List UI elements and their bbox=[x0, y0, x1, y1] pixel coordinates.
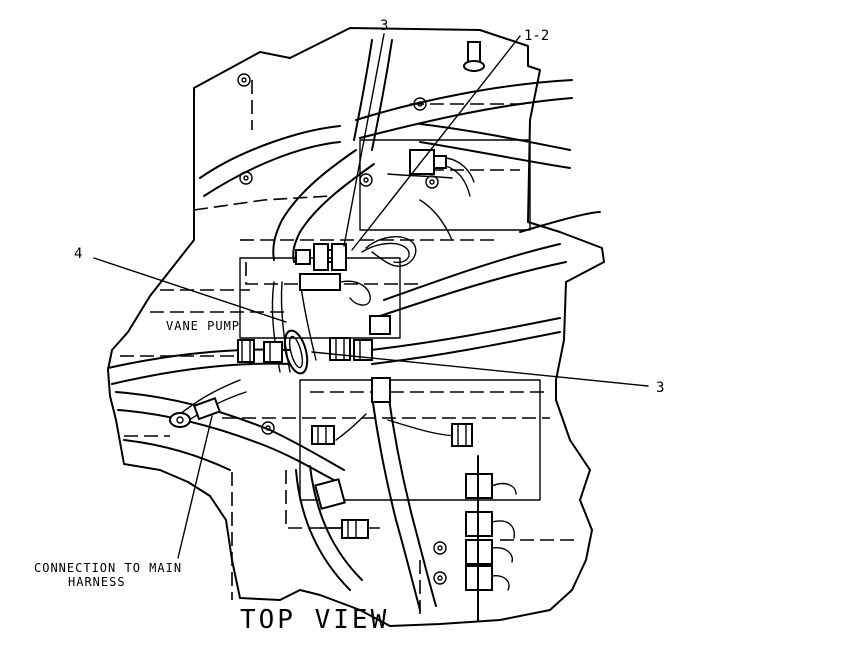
fitting-icon bbox=[237, 339, 255, 363]
leader-lines bbox=[93, 33, 649, 559]
callout-3-right: 3 bbox=[656, 380, 664, 396]
view-title: TOP VIEW bbox=[240, 605, 389, 635]
bolt-icon bbox=[433, 571, 447, 585]
fitting-icon bbox=[329, 337, 351, 361]
leader-line-top-3 bbox=[343, 33, 385, 247]
dashed-panel bbox=[120, 80, 580, 620]
bolt-icon bbox=[433, 541, 447, 555]
vane-pump-label: VANE PUMP bbox=[166, 319, 240, 333]
connector-icon bbox=[319, 519, 369, 539]
bolt-icon bbox=[359, 173, 373, 187]
bolt-icon bbox=[425, 175, 439, 189]
sensor-icon bbox=[371, 377, 391, 403]
connection-label-line1: CONNECTION TO MAIN bbox=[34, 561, 182, 575]
bolt-heads bbox=[237, 41, 485, 585]
callout-3-top: 3 bbox=[380, 18, 388, 34]
fitting-icon bbox=[263, 341, 283, 363]
leader-line-4 bbox=[93, 257, 287, 323]
ring-terminal-icon bbox=[169, 397, 221, 428]
fitting-icon bbox=[299, 273, 371, 306]
leader-line-connection bbox=[177, 415, 213, 559]
stud-icon bbox=[463, 41, 485, 72]
connection-label-line2: HARNESS bbox=[68, 575, 126, 589]
harness-wires bbox=[179, 173, 461, 441]
callout-1-2: 1-2 bbox=[524, 28, 549, 44]
connector-icon bbox=[295, 243, 347, 271]
leader-line-right-3 bbox=[311, 351, 649, 387]
machine-outline bbox=[107, 27, 605, 627]
leader-line-1-2 bbox=[351, 35, 521, 251]
fittings bbox=[169, 149, 517, 621]
callout-4: 4 bbox=[74, 246, 82, 262]
bracket-icon bbox=[314, 478, 346, 510]
connector-icon bbox=[311, 425, 335, 445]
wire-loop bbox=[283, 329, 309, 375]
bolt-icon bbox=[237, 73, 251, 87]
fitting-icon bbox=[369, 315, 391, 335]
connector-icon bbox=[451, 423, 473, 447]
harness-connector-stack bbox=[465, 455, 517, 621]
connector-icon bbox=[409, 149, 475, 197]
